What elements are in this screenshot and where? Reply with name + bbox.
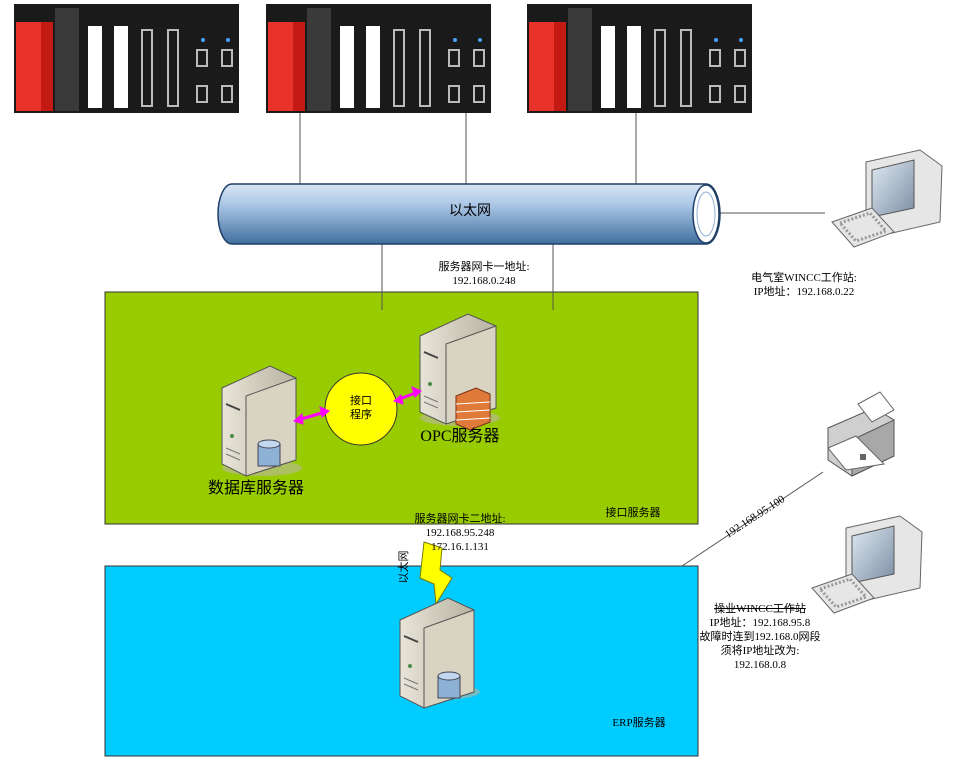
server-icon: [399, 597, 480, 709]
lightning-link-icon: [419, 541, 453, 606]
server-icon: [419, 313, 500, 431]
computer-icon: [811, 515, 923, 614]
opc-server-label: OPC服务器: [420, 428, 500, 445]
firewall-icon: [455, 387, 491, 431]
rack-connection-lines: [299, 113, 637, 185]
interface-server-zone: [104, 291, 699, 525]
electrical-ws-title: 电气室WINCC工作站:: [751, 272, 857, 284]
interface-zone-label: 接口服务器: [605, 507, 661, 519]
connector-arrows: [293, 386, 422, 425]
computer-icon: [831, 149, 943, 248]
pipe-connection-lines: [381, 212, 825, 567]
server-nic2-ip1: 192.168.95.248: [425, 527, 495, 539]
server-nic2-ip2: 172.16.1.131: [431, 541, 489, 553]
plc-rack-3: [527, 4, 752, 113]
electrical-ws-ip: IP地址：192.168.0.22: [753, 286, 855, 298]
operation-ws-ip: IP地址：192.168.95.8: [709, 617, 811, 629]
operation-ws-ip-alt: 192.168.0.8: [733, 659, 787, 671]
server-nic1-label: 服务器网卡一地址: 192.168.0.248: [420, 260, 548, 288]
plc-rack-2: [266, 4, 491, 113]
server-nic1-title: 服务器网卡一地址:: [438, 261, 530, 273]
printer-icon: [827, 391, 895, 477]
lightning-label: 以太网: [398, 550, 410, 584]
server-nic1-ip: 192.168.0.248: [452, 275, 516, 287]
operation-ws-title: 操业WINCC工作站: [714, 603, 806, 615]
network-label: 以太网: [449, 204, 491, 219]
operation-ws-note1: 故障时连到192.168.0网段: [699, 631, 821, 643]
db-server-label: 数据库服务器: [207, 480, 304, 497]
ethernet-pipe: [217, 183, 721, 245]
operation-ws-label: 操业WINCC工作站 IP地址：192.168.95.8 故障时连到192.16…: [696, 602, 824, 672]
plc-rack-1: [14, 4, 239, 113]
server-nic2-label: 服务器网卡二地址: 192.168.95.248 172.16.1.131: [400, 512, 520, 554]
operation-ws-note2: 须将IP地址改为:: [720, 645, 800, 657]
interface-program-label: 接口 程序: [350, 395, 372, 421]
electrical-ws-label: 电气室WINCC工作站: IP地址：192.168.0.22: [734, 271, 874, 299]
erp-zone-label: ERP服务器: [612, 717, 666, 729]
server-icon: [221, 365, 302, 477]
server-nic2-title: 服务器网卡二地址:: [414, 513, 506, 525]
